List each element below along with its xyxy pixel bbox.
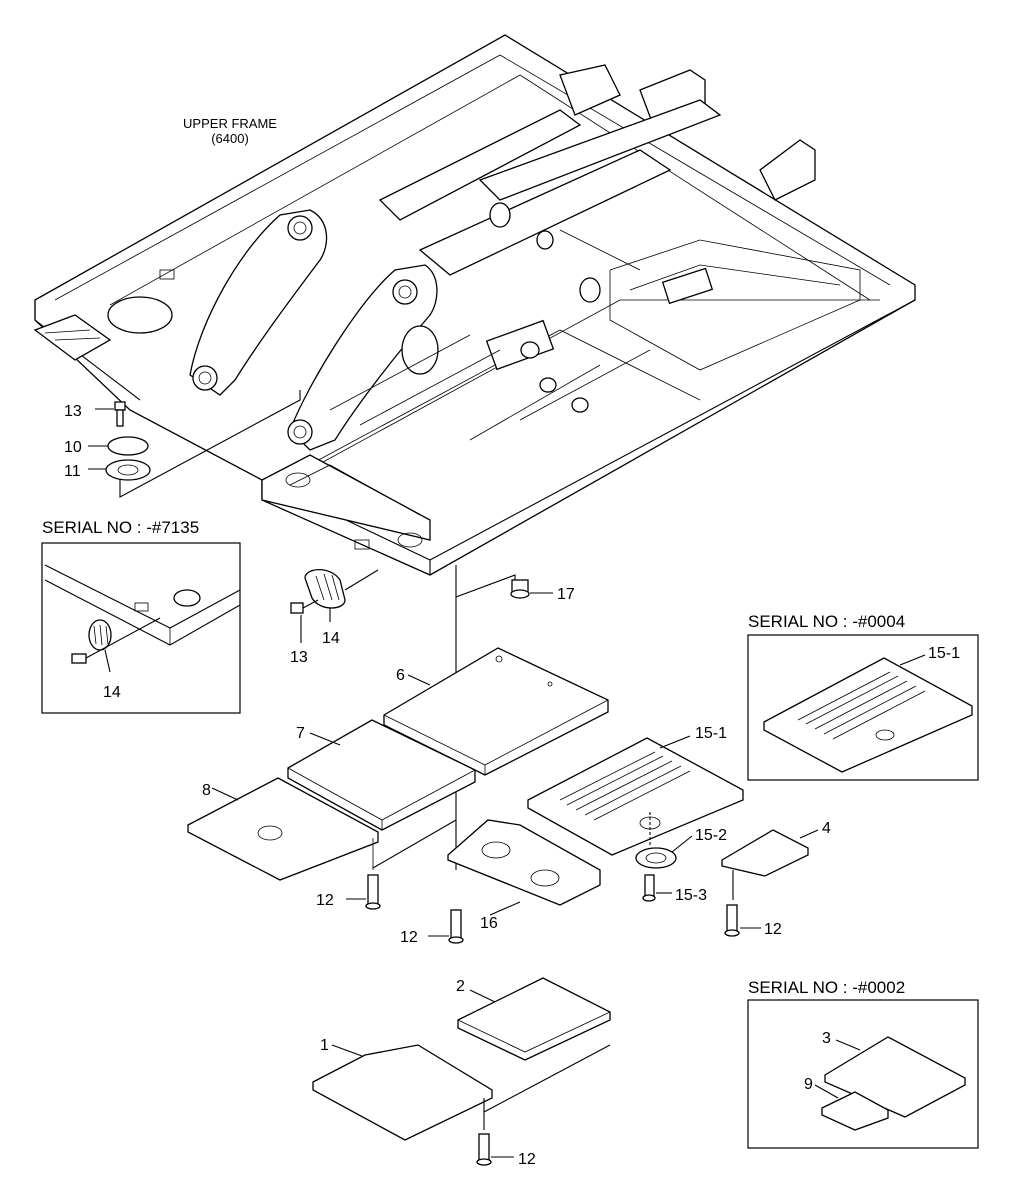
callout-12b: 12	[400, 929, 418, 946]
callout-8: 8	[202, 782, 211, 799]
inset-0002-plate-9	[814, 1084, 889, 1131]
callout-17: 17	[557, 586, 575, 603]
plate-7	[287, 719, 476, 831]
inset-0004-title: SERIAL NO : -#0004	[748, 612, 905, 631]
plate-16	[447, 819, 601, 916]
callout-15-3: 15-3	[675, 887, 707, 904]
plate-15-1	[527, 735, 744, 856]
part-15-2-gasket	[635, 812, 693, 869]
callout-4: 4	[822, 820, 831, 837]
part-12-bolt-c	[724, 904, 761, 937]
callout-7: 7	[296, 725, 305, 742]
inset-7135-title: SERIAL NO : -#7135	[42, 518, 199, 537]
inset-0002-title: SERIAL NO : -#0002	[748, 978, 905, 997]
callout-2: 2	[456, 978, 465, 995]
plate-6	[383, 647, 609, 776]
callout-15-1-inset: 15-1	[928, 645, 960, 662]
callout-14-side: 14	[322, 630, 340, 647]
callout-15-1: 15-1	[695, 725, 727, 742]
plate-2	[457, 977, 611, 1061]
callout-1: 1	[320, 1037, 329, 1054]
plate-1	[312, 1044, 611, 1141]
callout-9: 9	[804, 1076, 813, 1093]
part-15-3-bolt	[642, 874, 672, 902]
callout-12c: 12	[764, 921, 782, 938]
plate-4	[721, 829, 819, 900]
part-13-bolt-side	[290, 599, 319, 643]
callout-15-2: 15-2	[695, 827, 727, 844]
plate-8	[187, 777, 379, 881]
callout-11: 11	[64, 463, 81, 480]
callout-12a: 12	[316, 892, 334, 909]
callout-3: 3	[822, 1030, 831, 1047]
callout-12d: 12	[518, 1151, 536, 1168]
frame-title-line1: UPPER FRAME	[183, 116, 277, 131]
inset-0004-plate	[763, 654, 973, 773]
callout-16: 16	[480, 915, 498, 932]
part-17-grommet	[510, 579, 553, 599]
part-13-bolt-top	[95, 401, 126, 427]
part-14-grille	[304, 568, 379, 622]
part-10-cover	[88, 436, 149, 456]
callout-6: 6	[396, 667, 405, 684]
part-12-bolt-a	[346, 874, 381, 910]
callout-13-side: 13	[290, 649, 308, 666]
inset-7135-detail	[44, 564, 241, 673]
part-12-bolt-d	[476, 1133, 514, 1166]
callout-10: 10	[64, 439, 82, 456]
upper-frame	[33, 34, 916, 576]
frame-title-line2: (6400)	[211, 131, 249, 146]
callout-13-top: 13	[64, 403, 82, 420]
part-11-gasket	[88, 459, 151, 481]
callout-14-inset: 14	[103, 684, 121, 701]
part-12-bolt-b	[428, 909, 464, 944]
